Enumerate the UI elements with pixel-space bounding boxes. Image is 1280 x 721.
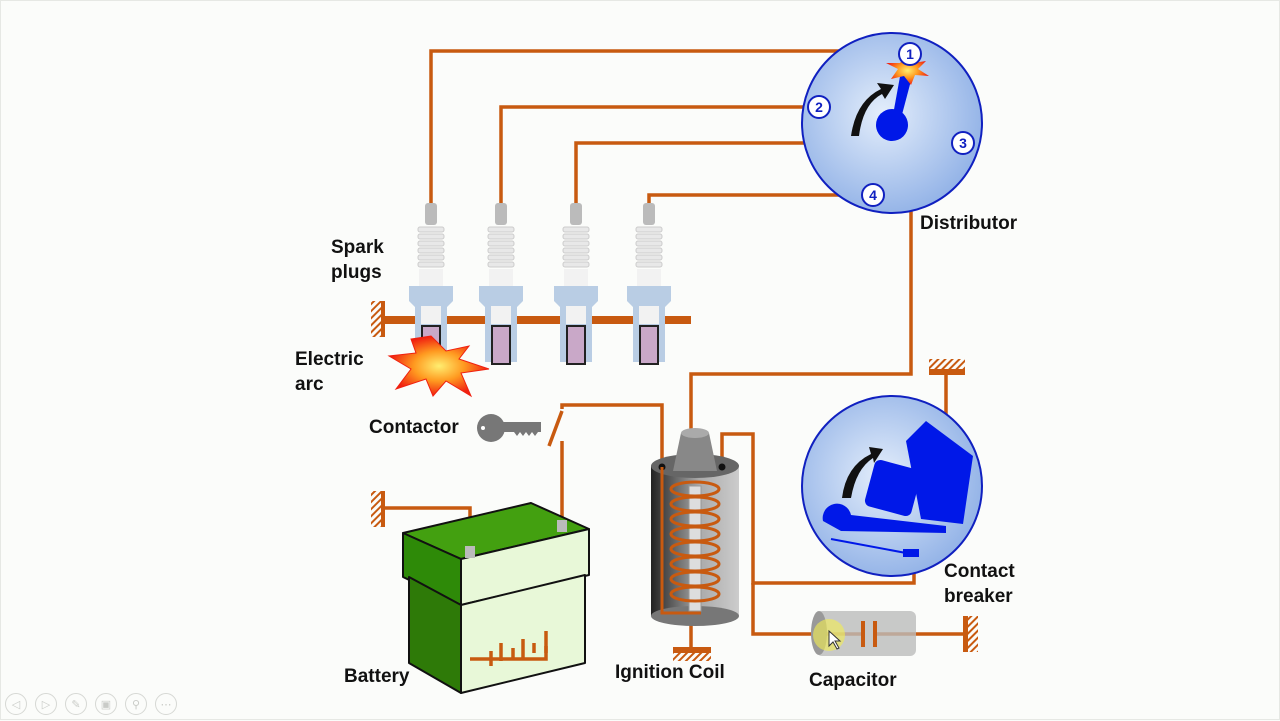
electric-arc-icon (387, 335, 490, 398)
winding-loop (669, 585, 721, 603)
spark-plug (627, 203, 671, 365)
plug-ground-rail (383, 316, 691, 324)
distributor-terminals: 1 2 3 4 (807, 42, 975, 207)
distributor (801, 32, 983, 214)
breaker-fixed-contact (906, 421, 973, 524)
label-capacitor: Capacitor (809, 670, 897, 691)
svg-text:3: 3 (959, 135, 967, 151)
label-ignition-coil: Ignition Coil (615, 662, 725, 683)
mouse-cursor-icon (828, 629, 842, 650)
breaker-arm (822, 503, 946, 533)
distributor-terminal-3: 3 (951, 131, 975, 155)
rotor-spark-icon (886, 56, 929, 85)
rotation-arrow-icon (851, 83, 894, 136)
svg-text:4: 4 (869, 187, 877, 203)
capacitor (811, 611, 916, 656)
contactor-key-icon (477, 414, 541, 442)
svg-text:2: 2 (815, 99, 823, 115)
distributor-terminal-1: 1 (898, 42, 922, 66)
svg-text:1: 1 (906, 46, 914, 62)
spark-plugs (409, 203, 671, 365)
spark-plug (479, 203, 523, 365)
pen-tool-button[interactable]: ✎ (65, 693, 87, 715)
label-electric-arc: Electric arc (295, 349, 364, 395)
wire-contactor (547, 403, 664, 521)
label-battery: Battery (344, 666, 410, 687)
previous-slide-button[interactable]: ◁ (5, 693, 27, 715)
rotation-arrow-icon (842, 447, 883, 498)
battery (402, 502, 590, 694)
next-slide-button[interactable]: ▷ (35, 693, 57, 715)
label-contactor: Contactor (369, 417, 459, 438)
cam (864, 459, 922, 517)
distributor-terminal-2: 2 (807, 95, 831, 119)
slides-overview-button[interactable]: ▣ (95, 693, 117, 715)
label-distributor: Distributor (920, 213, 1018, 234)
contact-breaker (801, 395, 983, 577)
zoom-button[interactable]: ⚲ (125, 693, 147, 715)
wire-plug4 (647, 193, 866, 206)
label-spark-plugs: Spark plugs (331, 237, 384, 283)
ignition-coil (651, 428, 739, 626)
ground-hatch (371, 301, 381, 337)
distributor-terminal-4: 4 (861, 183, 885, 207)
label-contact-breaker: Contact breaker (944, 561, 1015, 607)
more-options-button[interactable]: ⋯ (155, 693, 177, 715)
wire-plug1 (429, 49, 906, 206)
slideshow-controls: ◁ ▷ ✎ ▣ ⚲ ⋯ (5, 693, 177, 715)
coil-windings (660, 467, 721, 615)
wire-coil-to-breaker (720, 432, 916, 585)
rotor-hub (876, 109, 908, 141)
wire-plug2 (499, 105, 811, 206)
spark-plug (554, 203, 598, 365)
